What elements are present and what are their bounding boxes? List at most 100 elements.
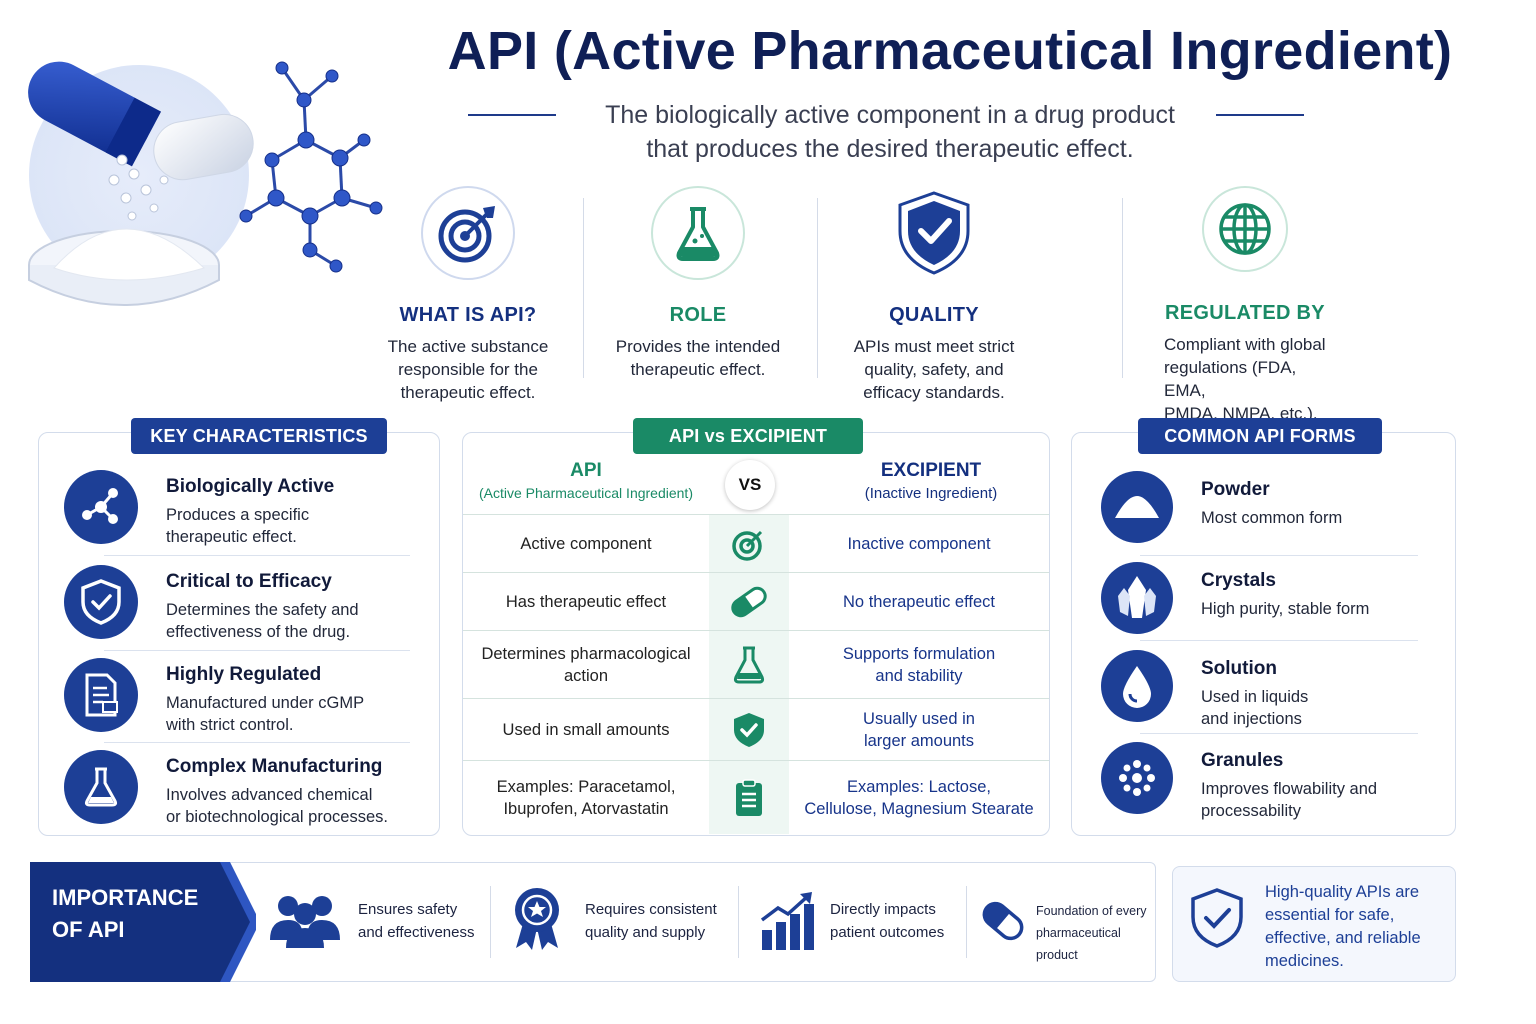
- comparison-row: Has therapeutic effect No therapeutic ef…: [463, 572, 1049, 630]
- comparison-left-title: API: [570, 460, 602, 481]
- divider: [1140, 555, 1418, 556]
- feature-title: REGULATED BY: [1165, 302, 1325, 324]
- comparison-api-cell: Active component: [520, 534, 652, 553]
- shield-check-icon: [709, 699, 789, 760]
- characteristic-item: Highly Regulated Manufactured under cGMP…: [64, 658, 414, 746]
- divider: [104, 742, 410, 743]
- crystal-icon: [1101, 562, 1173, 634]
- subtitle-line: that produces the desired therapeutic ef…: [646, 135, 1134, 163]
- characteristic-title: Complex Manufacturing: [166, 756, 383, 777]
- divider: [490, 886, 491, 958]
- comparison-excipient-cell: Inactive component: [847, 534, 991, 553]
- characteristic-title: Highly Regulated: [166, 664, 322, 685]
- award-icon: [515, 888, 559, 950]
- comparison-row: Active component Inactive component: [463, 514, 1049, 572]
- page-title: API (Active Pharmaceutical Ingredient): [447, 21, 1453, 81]
- shield-check-icon: [64, 565, 138, 639]
- divider: [104, 555, 410, 556]
- molecule-icon: [64, 470, 138, 544]
- drop-icon: [1101, 650, 1173, 722]
- divider: [966, 886, 967, 958]
- comparison-right-header: EXCIPIENT (Inactive Ingredient): [800, 460, 1062, 502]
- comparison-right-subtitle: (Inactive Ingredient): [864, 485, 998, 502]
- api-form-item: Crystals High purity, stable form: [1101, 562, 1431, 652]
- api-form-text: Most common form: [1201, 509, 1343, 527]
- globe-icon: [1202, 186, 1288, 272]
- flask-icon: [64, 750, 138, 824]
- subtitle-rule-left: [468, 114, 556, 116]
- people-icon: [270, 896, 340, 948]
- comparison-api-cell: Examples: Paracetamol,Ibuprofen, Atorvas…: [496, 777, 676, 818]
- feature-divider: [817, 198, 818, 378]
- target-icon: [421, 186, 515, 280]
- characteristic-item: Critical to Efficacy Determines the safe…: [64, 565, 414, 653]
- comparison-excipient-cell: Examples: Lactose,Cellulose, Magnesium S…: [804, 777, 1034, 818]
- comparison-api-cell: Has therapeutic effect: [505, 592, 667, 611]
- comparison-tag: API vs EXCIPIENT: [633, 418, 863, 454]
- feature-title: ROLE: [669, 304, 727, 326]
- subtitle-line: The biologically active component in a d…: [605, 101, 1175, 129]
- flask-icon: [651, 186, 745, 280]
- importance-note-card: High-quality APIs are essential for safe…: [1172, 866, 1456, 982]
- api-form-title: Powder: [1201, 479, 1270, 500]
- comparison-left-header: API (Active Pharmaceutical Ingredient): [463, 460, 709, 501]
- shield-check-icon: [1191, 888, 1243, 948]
- characteristic-title: Biologically Active: [166, 476, 335, 497]
- comparison-left-subtitle: (Active Pharmaceutical Ingredient): [479, 485, 693, 501]
- comparison-excipient-cell: No therapeutic effect: [843, 592, 995, 611]
- divider: [738, 886, 739, 958]
- clipboard-icon: [709, 761, 789, 834]
- characteristic-item: Complex Manufacturing Involves advanced …: [64, 750, 414, 838]
- feature-divider: [1122, 198, 1123, 378]
- target-icon: [709, 515, 789, 572]
- characteristic-title: Critical to Efficacy: [166, 571, 332, 592]
- feature-title: WHAT IS API?: [399, 304, 537, 326]
- api-form-text: High purity, stable form: [1201, 600, 1370, 618]
- comparison-row: Examples: Paracetamol,Ibuprofen, Atorvas…: [463, 760, 1049, 834]
- comparison-right-title: EXCIPIENT: [880, 460, 982, 481]
- flask-icon: [709, 631, 789, 698]
- importance-label-banner: [30, 862, 256, 982]
- capsule-icon: [709, 573, 789, 630]
- powder-icon: [1101, 471, 1173, 543]
- granules-icon: [1101, 742, 1173, 814]
- key-characteristics-tag: KEY CHARACTERISTICS: [131, 418, 387, 454]
- capsule-icon: [982, 901, 1024, 941]
- divider: [1140, 640, 1418, 641]
- growth-chart-icon: [760, 892, 814, 950]
- feature-divider: [583, 198, 584, 378]
- feature-title: QUALITY: [889, 304, 979, 326]
- page-subtitle: The biologically active component in a d…: [570, 98, 1210, 166]
- importance-label: IMPORTANCE OF API: [52, 885, 199, 942]
- api-form-item: Powder Most common form: [1101, 471, 1431, 561]
- api-form-title: Crystals: [1201, 570, 1276, 591]
- api-form-title: Solution: [1201, 658, 1277, 679]
